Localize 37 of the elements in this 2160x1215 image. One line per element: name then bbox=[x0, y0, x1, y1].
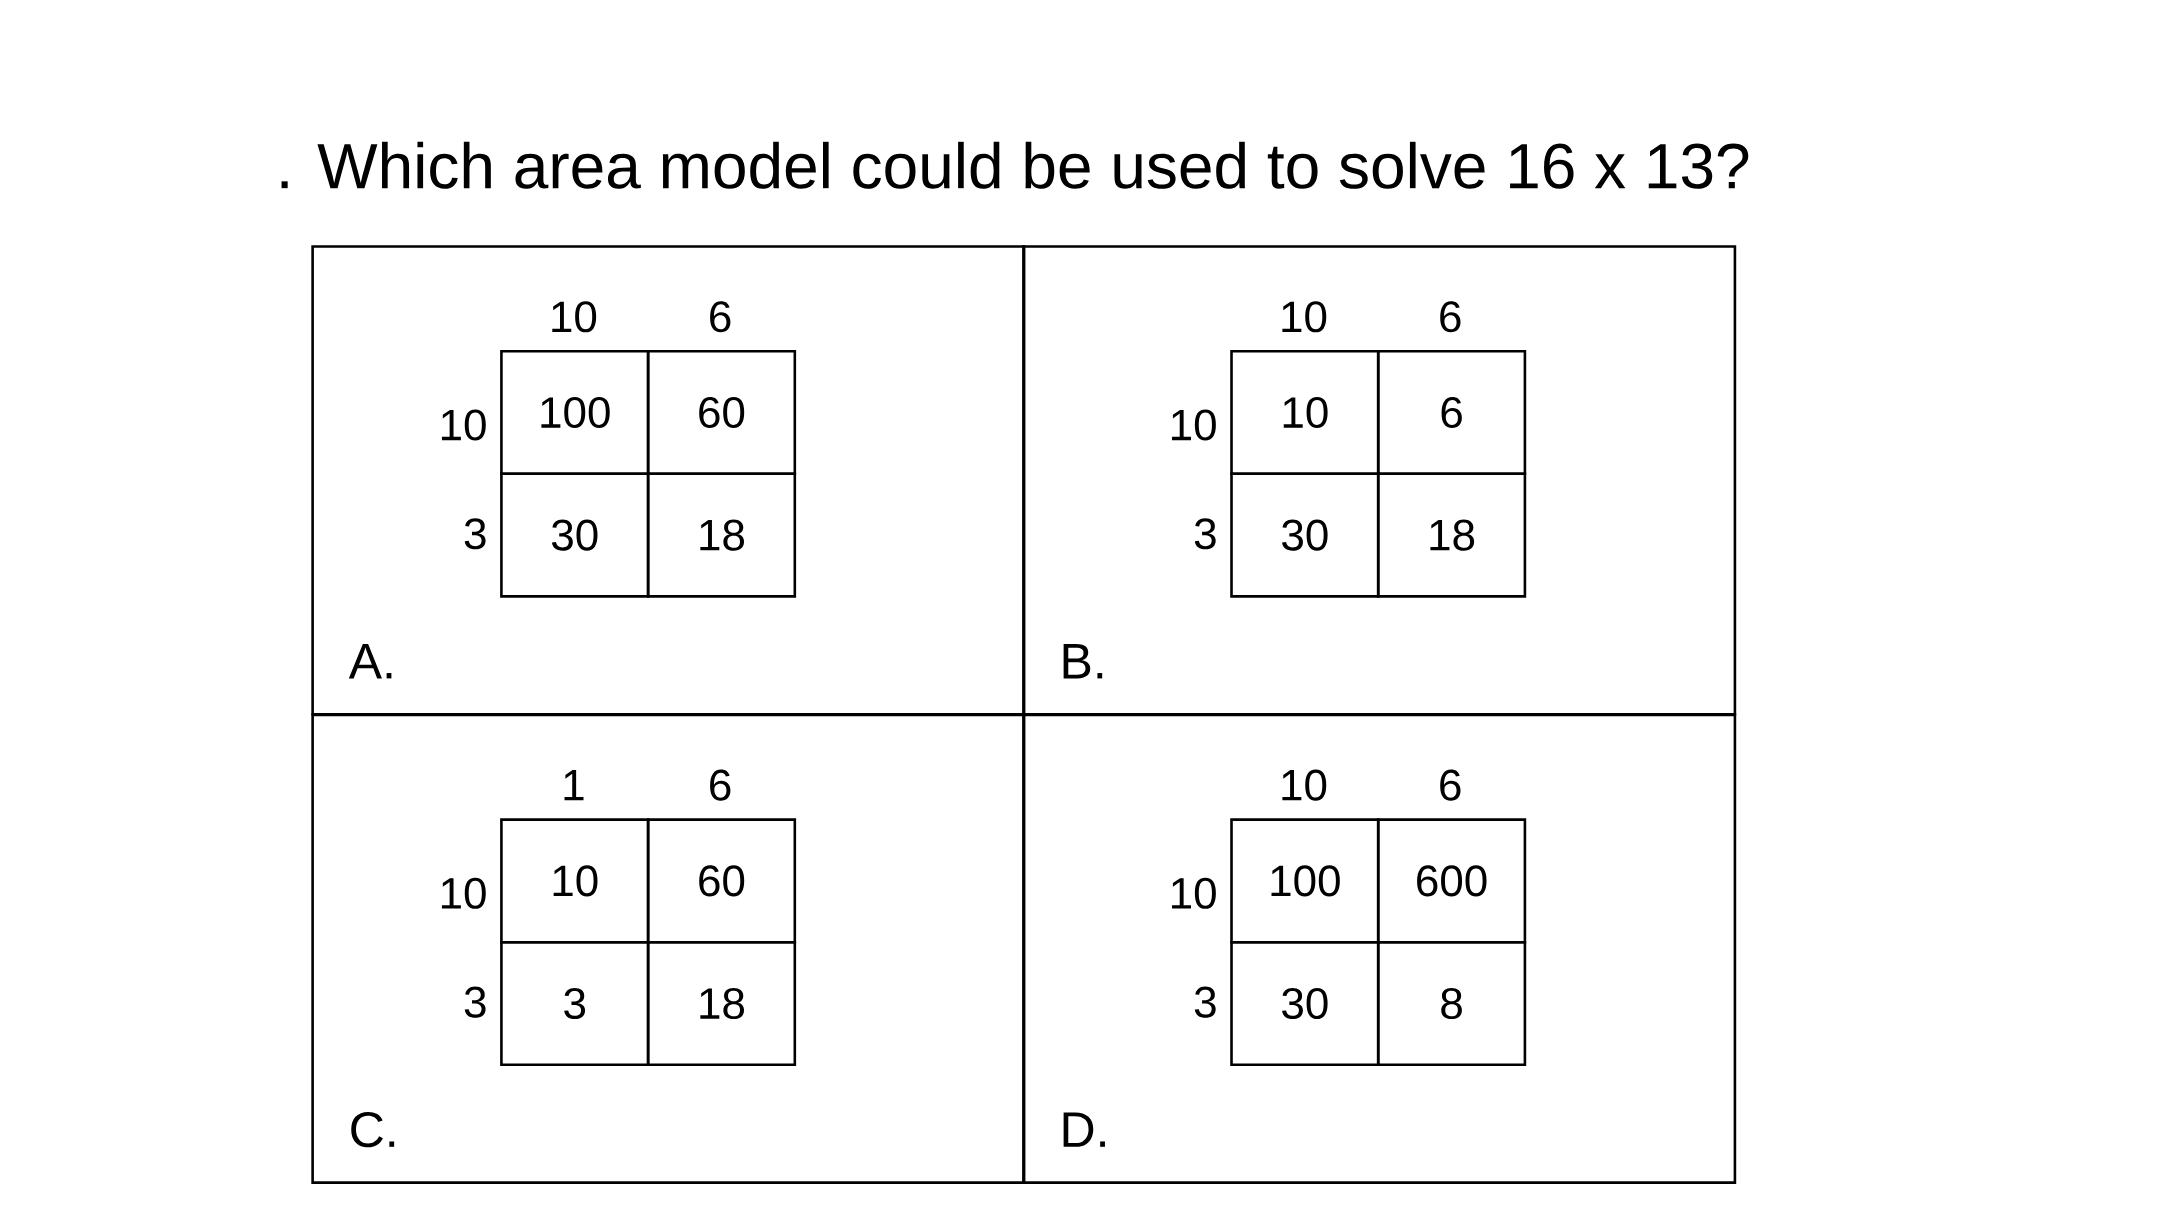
factor-label: 10 bbox=[1282, 301, 1327, 333]
area-cell: 3 bbox=[500, 940, 650, 1067]
question-text: . Which area model could be used to solve 16 x 13? bbox=[281, 141, 1749, 189]
factor-label: 10 bbox=[1172, 409, 1216, 441]
area-cell: 18 bbox=[646, 940, 797, 1067]
factor-label: 10 bbox=[441, 877, 486, 909]
factor-label: 10 bbox=[441, 409, 486, 441]
factor-label: 3 bbox=[1194, 986, 1216, 1018]
area-cell: 30 bbox=[500, 472, 650, 598]
factor-label: 3 bbox=[464, 518, 486, 550]
area-cell: 18 bbox=[646, 472, 797, 598]
factor-label: 6 bbox=[710, 769, 731, 801]
area-cell: 8 bbox=[1376, 940, 1527, 1067]
factor-label: 1 bbox=[564, 770, 584, 801]
factor-label: 3 bbox=[1194, 518, 1216, 550]
factor-label: 6 bbox=[1440, 301, 1461, 333]
option-letter: D. bbox=[1063, 1112, 1105, 1147]
area-cell: 100 bbox=[500, 349, 650, 476]
factor-label: 6 bbox=[1440, 769, 1461, 801]
area-cell: 30 bbox=[1230, 472, 1380, 598]
factor-label: 6 bbox=[710, 301, 731, 333]
area-cell: 18 bbox=[1376, 472, 1527, 598]
option-letter: C. bbox=[351, 1111, 395, 1148]
option-letter: B. bbox=[1063, 644, 1103, 679]
area-cell: 30 bbox=[1230, 940, 1380, 1067]
factor-label: 3 bbox=[464, 986, 486, 1018]
area-cell: 60 bbox=[646, 818, 797, 944]
area-cell: 100 bbox=[1230, 818, 1380, 944]
area-cell: 10 bbox=[1230, 349, 1380, 476]
area-cell: 10 bbox=[500, 818, 650, 944]
area-cell: 600 bbox=[1376, 818, 1527, 944]
factor-label: 10 bbox=[1172, 877, 1216, 909]
factor-label: 10 bbox=[552, 301, 597, 333]
area-cell: 6 bbox=[1376, 349, 1527, 476]
option-letter: A. bbox=[348, 644, 392, 679]
area-cell: 60 bbox=[646, 349, 797, 476]
factor-label: 10 bbox=[1282, 769, 1327, 801]
